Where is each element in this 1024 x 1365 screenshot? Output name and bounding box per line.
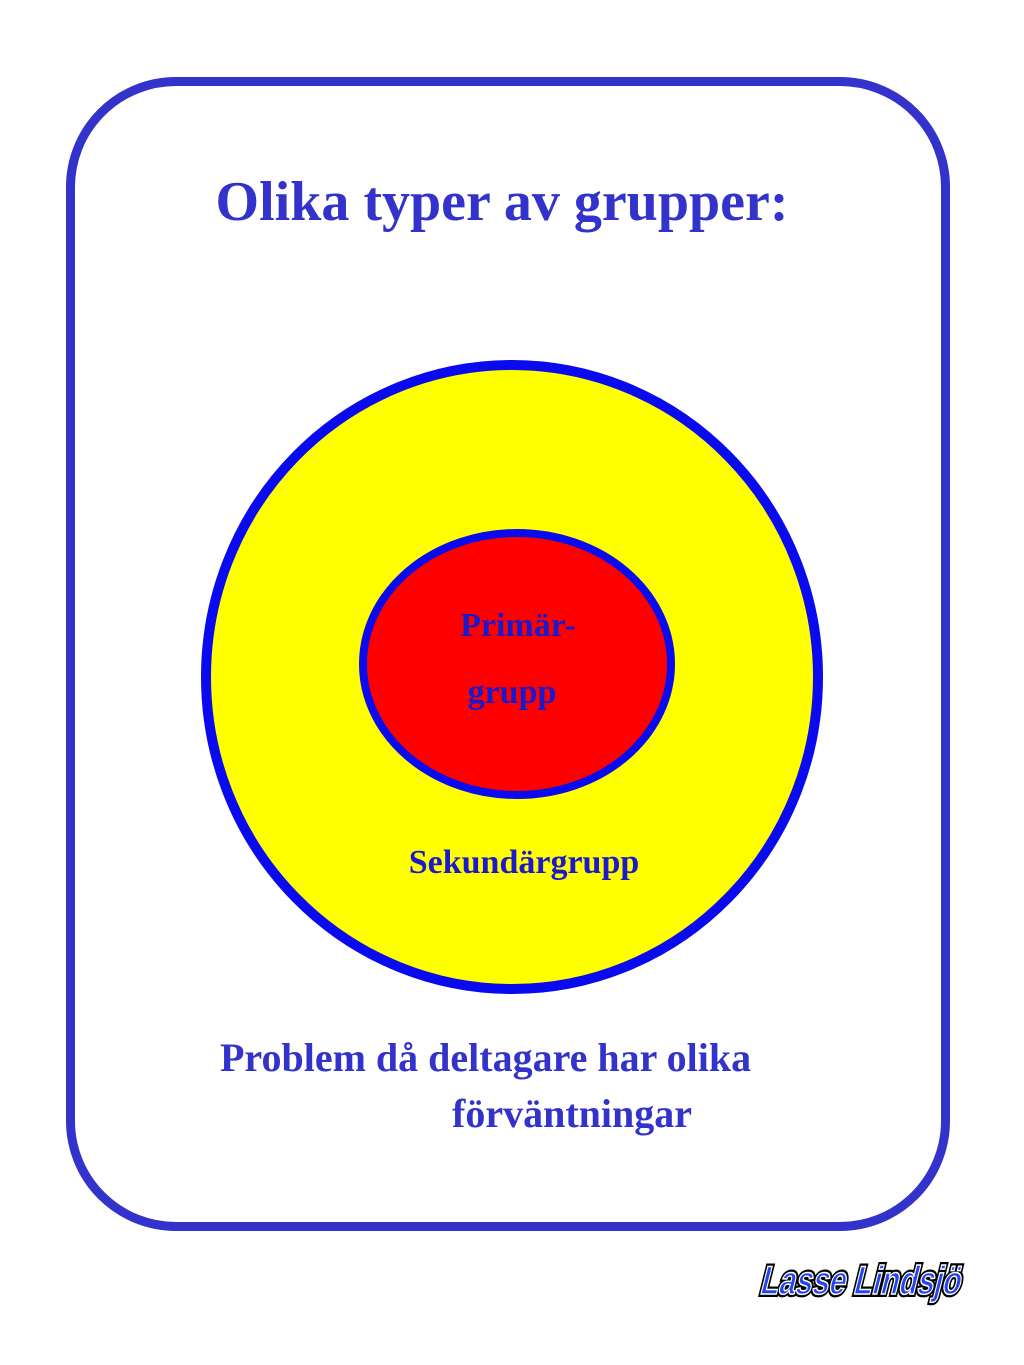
svg-text:Lasse Lindsjö: Lasse Lindsjö	[757, 1258, 968, 1303]
secondary-group-label: Sekundärgrupp	[409, 844, 640, 881]
primary-group-circle	[359, 529, 675, 799]
caption-line-1: Problem då deltagare har olika	[220, 1035, 752, 1080]
svg-text:Lasse Lindsjö: Lasse Lindsjö	[757, 1258, 968, 1303]
primary-group-label-line2: grupp	[468, 674, 557, 711]
page-title: Olika typer av grupper:	[215, 171, 789, 233]
caption-line-2: förväntningar	[452, 1091, 692, 1136]
author-logo: Lasse Lindsjö Lasse Lindsjö	[754, 1255, 971, 1306]
primary-group-label-line1: Primär-	[460, 607, 576, 644]
